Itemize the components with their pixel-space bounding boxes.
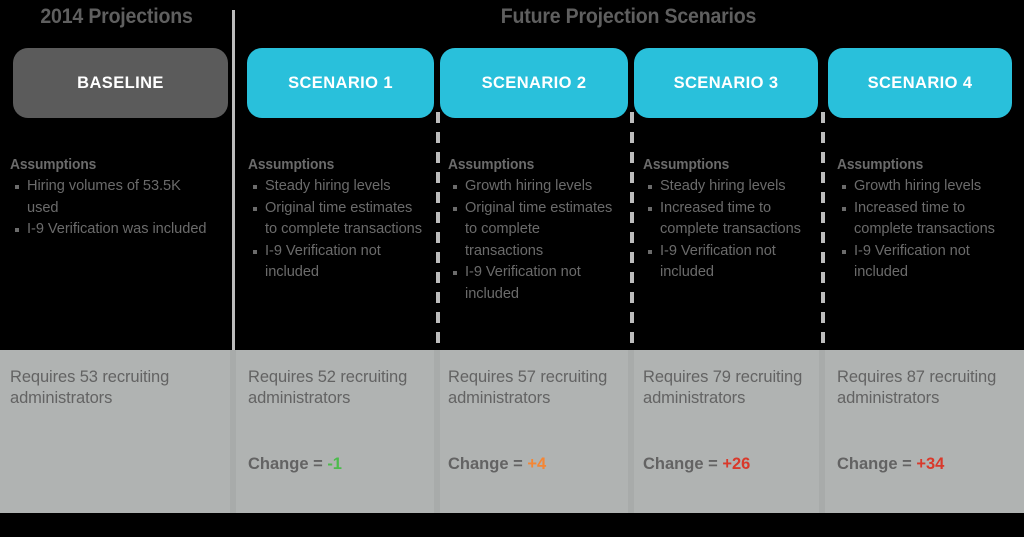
change-value: +26 (722, 455, 751, 473)
assumption-item: Increased time to complete transactions (648, 198, 811, 241)
divider-solid-baseline (232, 10, 235, 350)
pill-scenario-4-label: SCENARIO 4 (867, 73, 973, 92)
assumption-item: Increased time to complete transactions (842, 198, 1007, 241)
assumptions-heading: Assumptions (448, 157, 535, 173)
divider-dashed-2 (630, 112, 634, 350)
change-label: Change = (837, 455, 917, 473)
band-gap (819, 350, 825, 513)
assumption-item: Growth hiring levels (453, 176, 615, 198)
change-label: Change = (248, 455, 328, 473)
pill-baseline-label: BASELINE (77, 73, 164, 92)
pill-scenario-1-label: SCENARIO 1 (288, 73, 393, 92)
band-gap (434, 350, 440, 513)
pill-scenario-1[interactable]: SCENARIO 1 (247, 48, 434, 118)
result-scenario-2: Requires 57 recruiting administrators Ch… (448, 367, 626, 474)
assumption-item: I-9 Verification not included (842, 241, 1007, 284)
assumption-item: Steady hiring levels (253, 176, 428, 198)
assumptions-heading: Assumptions (837, 157, 924, 173)
assumptions-scenario-4: Assumptions Growth hiring levels Increas… (837, 157, 1007, 284)
change-row: Change = +26 (643, 455, 818, 474)
assumptions-heading: Assumptions (10, 157, 97, 173)
result-text: Requires 52 recruiting administrators (248, 368, 408, 407)
assumption-item: Original time estimates to complete tran… (453, 198, 615, 263)
results-band: Requires 53 recruiting administrators Re… (0, 350, 1024, 513)
assumption-item: I-9 Verification not included (453, 262, 615, 305)
divider-dashed-1 (436, 112, 440, 350)
result-text: Requires 79 recruiting administrators (643, 368, 803, 407)
result-scenario-3: Requires 79 recruiting administrators Ch… (643, 367, 818, 474)
change-row: Change = +34 (837, 455, 1014, 474)
assumptions-list: Steady hiring levels Original time estim… (248, 176, 428, 284)
section-title-left: 2014 Projections (40, 5, 193, 28)
change-value: -1 (327, 455, 342, 473)
assumption-item: Hiring volumes of 53.5K used (15, 176, 215, 219)
assumption-item: I-9 Verification not included (648, 241, 811, 284)
assumptions-baseline: Assumptions Hiring volumes of 53.5K used… (10, 157, 215, 241)
assumptions-list: Growth hiring levels Original time estim… (448, 176, 615, 305)
assumptions-heading: Assumptions (643, 157, 730, 173)
divider-dashed-3 (821, 112, 825, 350)
assumptions-list: Growth hiring levels Increased time to c… (837, 176, 1007, 284)
assumptions-list: Steady hiring levels Increased time to c… (643, 176, 811, 284)
result-text: Requires 57 recruiting administrators (448, 368, 608, 407)
pill-scenario-3-label: SCENARIO 3 (673, 73, 779, 92)
result-scenario-1: Requires 52 recruiting administrators Ch… (248, 367, 433, 474)
result-baseline: Requires 53 recruiting administrators (10, 367, 215, 409)
result-scenario-4: Requires 87 recruiting administrators Ch… (837, 367, 1014, 474)
change-label: Change = (448, 455, 528, 473)
pill-scenario-2[interactable]: SCENARIO 2 (440, 48, 628, 118)
assumptions-list: Hiring volumes of 53.5K used I-9 Verific… (10, 176, 215, 241)
assumptions-scenario-1: Assumptions Steady hiring levels Origina… (248, 157, 428, 284)
pill-scenario-3[interactable]: SCENARIO 3 (634, 48, 818, 118)
assumptions-scenario-2: Assumptions Growth hiring levels Origina… (448, 157, 615, 305)
assumption-item: I-9 Verification was included (15, 219, 215, 241)
result-text: Requires 53 recruiting administrators (10, 368, 170, 407)
assumption-item: Steady hiring levels (648, 176, 811, 198)
band-gap (628, 350, 634, 513)
change-value: +4 (527, 455, 547, 473)
change-value: +34 (916, 455, 945, 473)
assumptions-scenario-3: Assumptions Steady hiring levels Increas… (643, 157, 811, 284)
result-text: Requires 87 recruiting administrators (837, 368, 997, 407)
assumption-item: Original time estimates to complete tran… (253, 198, 428, 241)
change-row: Change = +4 (448, 455, 626, 474)
pill-scenario-2-label: SCENARIO 2 (481, 73, 587, 92)
assumption-item: I-9 Verification not included (253, 241, 428, 284)
assumptions-heading: Assumptions (248, 157, 335, 173)
assumption-item: Growth hiring levels (842, 176, 1007, 198)
pill-baseline[interactable]: BASELINE (13, 48, 228, 118)
change-row: Change = -1 (248, 455, 433, 474)
band-gap (230, 350, 236, 513)
change-label: Change = (643, 455, 723, 473)
pill-scenario-4[interactable]: SCENARIO 4 (828, 48, 1012, 118)
section-title-right: Future Projection Scenarios (500, 5, 757, 28)
